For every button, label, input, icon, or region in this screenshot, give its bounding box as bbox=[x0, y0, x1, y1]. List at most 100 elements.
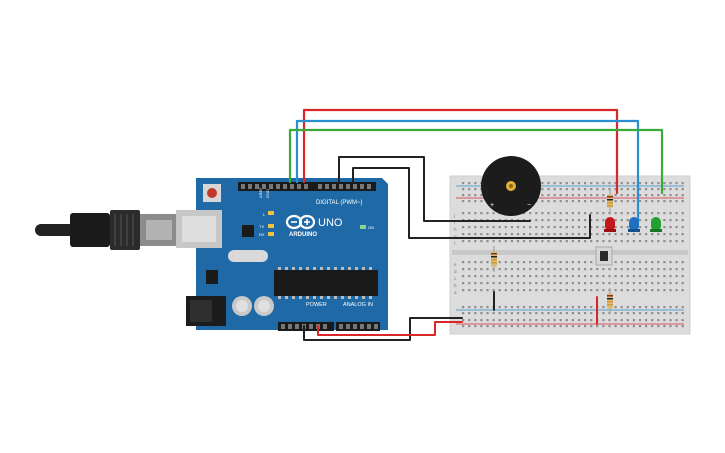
breadboard-hole bbox=[462, 182, 465, 185]
breadboard-hole bbox=[535, 240, 538, 243]
breadboard-hole bbox=[620, 226, 623, 229]
red-wire-5v[interactable] bbox=[317, 321, 463, 336]
breadboard-hole bbox=[535, 226, 538, 229]
breadboard-hole bbox=[663, 289, 666, 292]
breadboard-hole bbox=[474, 200, 477, 203]
breadboard-hole bbox=[681, 200, 684, 203]
breadboard-hole bbox=[516, 233, 520, 236]
breadboard-hole bbox=[602, 200, 605, 203]
breadboard-hole bbox=[590, 233, 593, 236]
breadboard-hole bbox=[602, 182, 605, 185]
breadboard-hole bbox=[571, 188, 574, 191]
breadboard-hole bbox=[669, 275, 672, 278]
breadboard-hole bbox=[663, 219, 666, 222]
breadboard-hole bbox=[559, 261, 562, 264]
breadboard-hole bbox=[498, 233, 501, 236]
breadboard-hole bbox=[590, 268, 593, 271]
breadboard-hole bbox=[541, 182, 544, 185]
breadboard-hole bbox=[516, 261, 520, 264]
breadboard-hole bbox=[638, 219, 642, 222]
breadboard-hole bbox=[571, 212, 574, 215]
breadboard-hole bbox=[584, 194, 587, 197]
breadboard-hole bbox=[468, 282, 471, 285]
green-wire[interactable] bbox=[288, 128, 664, 195]
breadboard-hole bbox=[480, 275, 483, 278]
breadboard[interactable]: j i h g f e d c b a bbox=[449, 175, 691, 335]
breadboard-hole bbox=[657, 275, 660, 278]
breadboard-hole bbox=[474, 261, 477, 264]
breadboard-hole bbox=[651, 240, 654, 243]
breadboard-hole bbox=[486, 325, 489, 328]
breadboard-hole bbox=[553, 240, 556, 243]
breadboard-hole bbox=[620, 219, 623, 222]
breadboard-hole bbox=[675, 240, 678, 243]
breadboard-hole bbox=[584, 240, 587, 243]
breadboard-hole bbox=[651, 261, 654, 264]
led-red[interactable] bbox=[604, 217, 616, 232]
led-green[interactable] bbox=[650, 217, 662, 232]
breadboard-hole bbox=[462, 319, 465, 322]
breadboard-hole bbox=[590, 312, 593, 315]
breadboard-hole bbox=[516, 306, 520, 309]
breadboard-hole bbox=[541, 194, 544, 197]
digital-label: DIGITAL (PWM~) bbox=[316, 200, 363, 206]
pushbutton[interactable] bbox=[595, 246, 613, 266]
breadboard-hole bbox=[571, 319, 574, 322]
breadboard-hole bbox=[486, 306, 489, 309]
breadboard-hole bbox=[614, 240, 617, 243]
breadboard-hole bbox=[669, 194, 672, 197]
breadboard-hole bbox=[681, 219, 684, 222]
breadboard-hole bbox=[565, 219, 568, 222]
breadboard-hole bbox=[559, 182, 562, 185]
breadboard-hole bbox=[529, 325, 532, 328]
breadboard-hole bbox=[559, 240, 562, 243]
red-wire-top[interactable] bbox=[302, 108, 619, 195]
breadboard-hole bbox=[584, 268, 587, 271]
breadboard-hole bbox=[645, 219, 648, 222]
breadboard-hole bbox=[468, 261, 471, 264]
resistor-top[interactable] bbox=[607, 190, 613, 212]
piezo-buzzer[interactable]: + − bbox=[481, 156, 541, 216]
l-label: L bbox=[263, 212, 266, 217]
power-label: POWER bbox=[306, 302, 327, 308]
blue-wire[interactable] bbox=[295, 119, 640, 227]
usb-cable[interactable] bbox=[35, 210, 176, 250]
breadboard-hole bbox=[523, 312, 526, 315]
breadboard-hole bbox=[626, 188, 629, 191]
breadboard-hole bbox=[547, 226, 550, 229]
resistor-bottom[interactable] bbox=[607, 288, 613, 314]
breadboard-hole bbox=[498, 261, 501, 264]
breadboard-hole bbox=[590, 240, 593, 243]
breadboard-hole bbox=[645, 289, 648, 292]
breadboard-hole bbox=[480, 200, 483, 203]
black-wire-ground[interactable] bbox=[303, 317, 463, 341]
breadboard-hole bbox=[559, 312, 562, 315]
breadboard-hole bbox=[614, 233, 617, 236]
breadboard-hole bbox=[669, 226, 672, 229]
breadboard-hole bbox=[462, 212, 465, 215]
arduino-uno-board[interactable]: AREF GND DIGITAL (PWM~) ARDUINO UNO L TX… bbox=[176, 178, 388, 331]
breadboard-hole bbox=[626, 306, 629, 309]
breadboard-hole bbox=[486, 282, 489, 285]
breadboard-hole bbox=[608, 319, 611, 322]
breadboard-hole bbox=[620, 306, 623, 309]
breadboard-hole bbox=[669, 240, 672, 243]
black-wire-button[interactable] bbox=[352, 167, 591, 239]
breadboard-hole bbox=[462, 275, 465, 278]
breadboard-hole bbox=[541, 306, 544, 309]
breadboard-hole bbox=[462, 240, 465, 243]
led-blue[interactable] bbox=[628, 217, 640, 232]
breadboard-hole bbox=[486, 312, 489, 315]
breadboard-hole bbox=[651, 306, 654, 309]
breadboard-hole bbox=[504, 261, 507, 264]
black-wire-buzzer[interactable] bbox=[338, 156, 531, 222]
breadboard-hole bbox=[492, 233, 495, 236]
resistor-left[interactable] bbox=[491, 246, 497, 272]
breadboard-hole bbox=[547, 306, 550, 309]
model-label: UNO bbox=[318, 217, 343, 229]
breadboard-hole bbox=[510, 282, 513, 285]
breadboard-hole bbox=[541, 261, 544, 264]
breadboard-hole bbox=[608, 282, 611, 285]
breadboard-hole bbox=[632, 312, 635, 315]
breadboard-hole bbox=[541, 325, 544, 328]
